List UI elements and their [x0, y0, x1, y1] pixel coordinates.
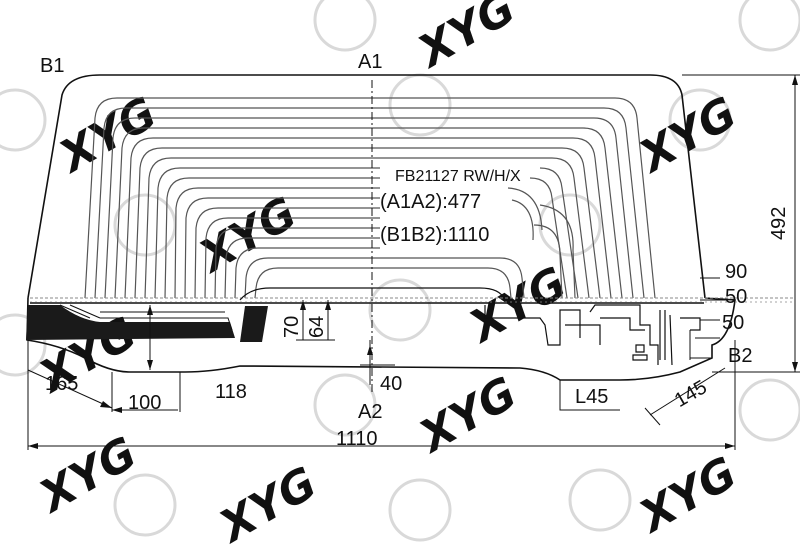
watermark-text: XYG	[408, 0, 524, 79]
watermark-text: XYG	[629, 447, 745, 544]
glass-outline	[26, 74, 736, 381]
dim-90: 90	[725, 261, 747, 283]
dim-100: 100	[128, 392, 161, 414]
dim-50-a: 50	[725, 286, 747, 308]
watermark-text: XYG	[209, 457, 325, 550]
watermark-text: XYG	[29, 427, 145, 524]
point-label-b1: B1	[40, 55, 64, 77]
heater-lines	[84, 97, 656, 299]
a1a2-value: (A1A2):477	[380, 191, 481, 213]
watermark-text: XYG	[459, 257, 575, 354]
watermark-text: XYG	[49, 87, 165, 184]
part-code: FB21127 RW/H/X	[395, 168, 521, 185]
b1b2-value: (B1B2):1110	[380, 224, 489, 246]
point-label-a2: A2	[358, 401, 382, 423]
dimension-arrows	[28, 75, 798, 449]
dimension-lines	[27, 74, 800, 450]
dim-l45: L45	[575, 386, 608, 408]
point-label-b2: B2	[728, 345, 752, 367]
point-label-a1: A1	[358, 51, 382, 73]
dim-64: 64	[306, 316, 328, 338]
watermark-text: XYG	[409, 367, 525, 464]
dim-40: 40	[380, 373, 402, 395]
dim-145: 145	[671, 376, 711, 412]
dim-118: 118	[215, 381, 247, 403]
dim-165: 165	[45, 373, 78, 395]
dim-width: 1110	[336, 428, 378, 450]
ceramic-band	[26, 305, 235, 340]
dim-height: 492	[768, 207, 790, 240]
ceramic-hatch	[59, 304, 233, 331]
ceramic-band	[240, 306, 268, 342]
dim-50-b: 50	[722, 312, 744, 334]
lower-structure	[239, 287, 701, 366]
dim-70: 70	[281, 316, 303, 338]
